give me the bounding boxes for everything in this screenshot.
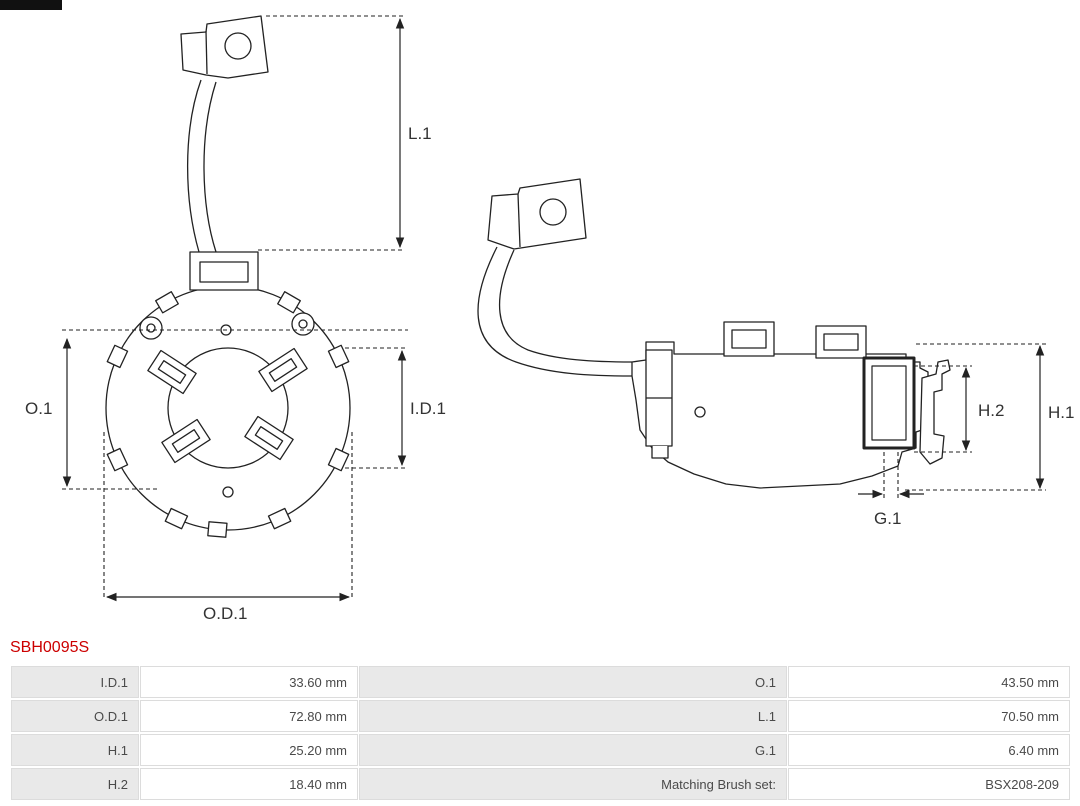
- table-row: O.D.1 72.80 mm L.1 70.50 mm: [11, 700, 1070, 732]
- front-view-drawing: [62, 15, 408, 602]
- side-wire-lead: [477, 246, 633, 377]
- table-row: H.2 18.40 mm Matching Brush set: BSX208-…: [11, 768, 1070, 800]
- spec-value-matching-brush-set: BSX208-209: [788, 768, 1070, 800]
- dim-label-o1: O.1: [25, 399, 52, 418]
- spec-value-h1: 25.20 mm: [140, 734, 358, 766]
- hook-tab: [919, 359, 951, 465]
- spec-value-l1: 70.50 mm: [788, 700, 1070, 732]
- part-number: SBH0095S: [10, 639, 90, 656]
- dim-label-h1: H.1: [1048, 403, 1074, 422]
- spec-value-od1: 72.80 mm: [140, 700, 358, 732]
- spec-value-h2: 18.40 mm: [140, 768, 358, 800]
- spec-label-l1: L.1: [359, 700, 787, 732]
- spec-value-g1: 6.40 mm: [788, 734, 1070, 766]
- body-outline: [631, 341, 929, 489]
- side-terminal-bracket: [487, 178, 587, 250]
- dim-label-id1: I.D.1: [410, 399, 446, 418]
- brush-boxes: [147, 347, 308, 464]
- spec-value-o1: 43.50 mm: [788, 666, 1070, 698]
- technical-drawing: L.1 O.1 I.D.1 O.D.1: [25, 15, 1074, 623]
- spec-label-id1: I.D.1: [11, 666, 139, 698]
- rim-notches: [106, 291, 350, 538]
- spec-label-matching-brush-set: Matching Brush set:: [359, 768, 787, 800]
- spec-table: I.D.1 33.60 mm O.1 43.50 mm O.D.1 72.80 …: [10, 664, 1071, 802]
- logo-fragment: [0, 0, 62, 10]
- spec-label-g1: G.1: [359, 734, 787, 766]
- dim-label-h2: H.2: [978, 401, 1004, 420]
- spec-label-od1: O.D.1: [11, 700, 139, 732]
- spec-label-h1: H.1: [11, 734, 139, 766]
- dimension-lines-right: [858, 344, 1045, 499]
- wire-lead: [186, 79, 202, 253]
- table-row: I.D.1 33.60 mm O.1 43.50 mm: [11, 666, 1070, 698]
- dim-label-g1: G.1: [874, 509, 901, 528]
- spec-value-id1: 33.60 mm: [140, 666, 358, 698]
- side-view-drawing: [477, 178, 1046, 500]
- dim-label-l1: L.1: [408, 124, 432, 143]
- construction-lines: [62, 15, 408, 597]
- dimension-lines-left: [62, 17, 407, 602]
- spec-label-o1: O.1: [359, 666, 787, 698]
- spec-label-h2: H.2: [11, 768, 139, 800]
- screw-holes: [139, 312, 315, 498]
- table-row: H.1 25.20 mm G.1 6.40 mm: [11, 734, 1070, 766]
- side-brush-boxes: [723, 321, 867, 359]
- side-construction-lines: [883, 343, 1046, 500]
- dim-label-od1: O.D.1: [203, 604, 247, 623]
